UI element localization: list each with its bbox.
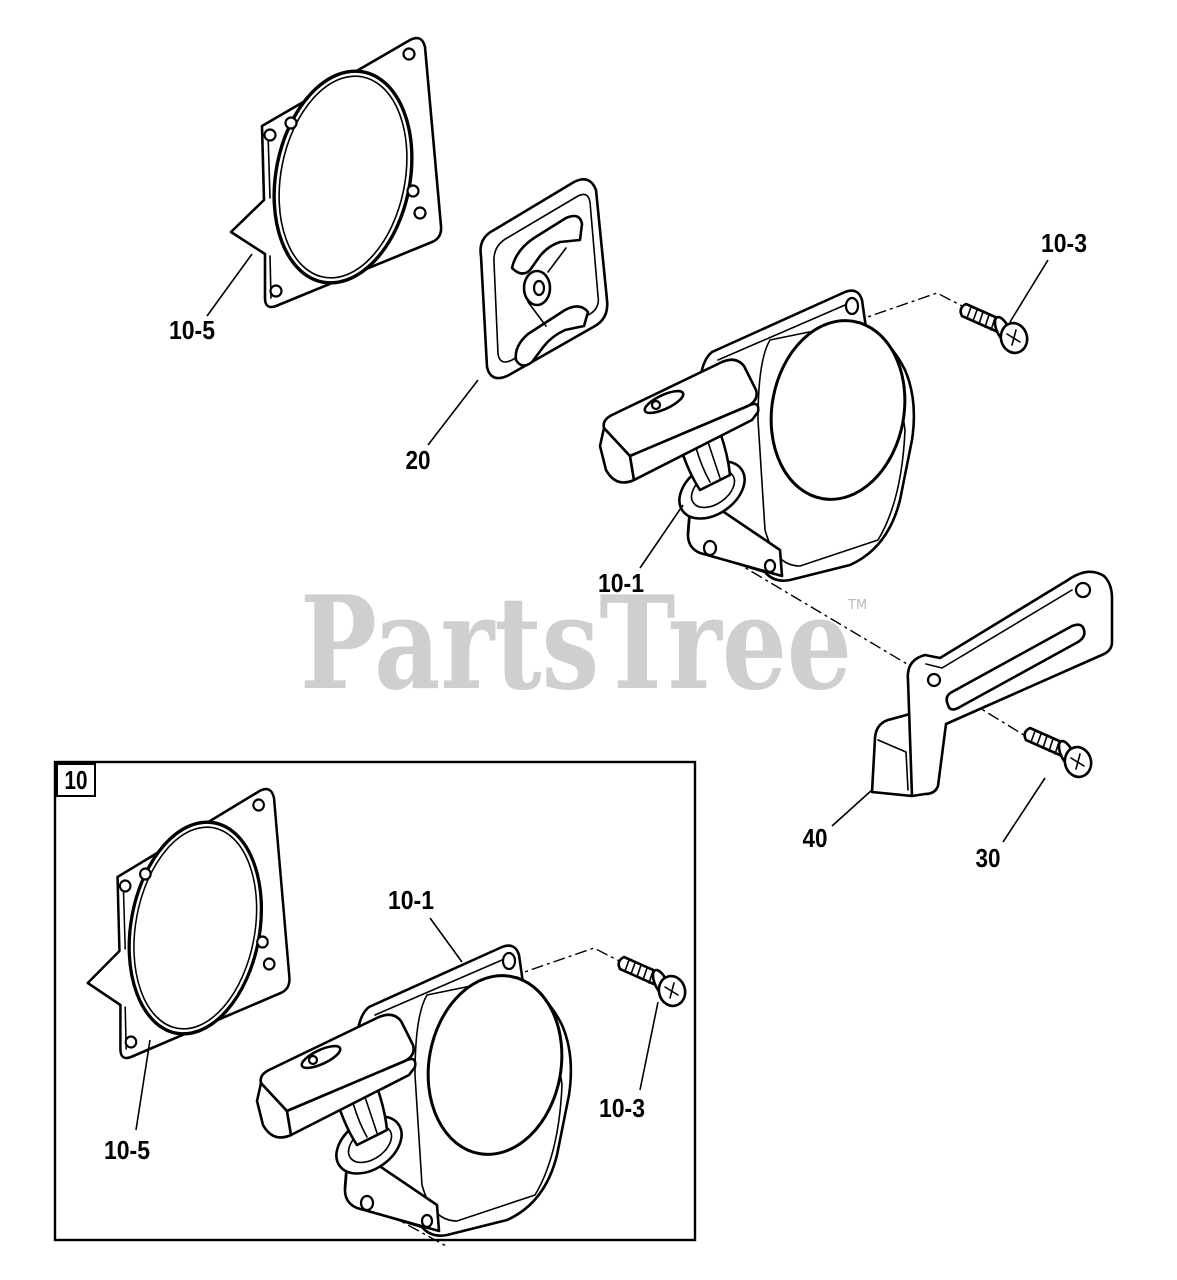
callout-clutch: 20 (406, 445, 431, 475)
leader-line (639, 1001, 659, 1091)
bracket-plate (906, 570, 1114, 798)
inset-screw-10-3 (617, 955, 690, 1011)
clutch-face (493, 193, 600, 363)
callout-gasket-inset: 10-5 (104, 1135, 150, 1165)
inset-assembly-line-lower (367, 1202, 447, 1247)
leader-line (427, 379, 479, 446)
gasket-10-5 (229, 36, 443, 309)
inset-label: 10 (65, 765, 88, 795)
inset-frame (53, 760, 697, 1242)
callout-screw-bracket: 30 (976, 843, 1001, 873)
callout-gasket-top: 10-5 (169, 315, 215, 345)
leader-line (135, 1039, 151, 1131)
callout-starter-inset: 10-1 (388, 885, 434, 915)
clutch-20 (479, 178, 609, 380)
leader-line (1009, 259, 1049, 323)
inset-gasket-10-5 (86, 787, 292, 1060)
inset-label-box (56, 763, 96, 797)
clutch-shoe-lower (514, 305, 590, 367)
starter-housing-10-1 (598, 289, 921, 583)
callout-screw-inset: 10-3 (599, 1093, 645, 1123)
clutch-shoe-upper (510, 214, 584, 275)
inset-assembly-10: 10 10-1 10-3 10-5 (53, 760, 697, 1247)
bracket-slot (945, 623, 1086, 711)
bracket-hole (1074, 581, 1092, 599)
leader-line (639, 504, 684, 569)
leader-line (1002, 777, 1046, 843)
bracket-hole (926, 672, 942, 688)
leader-line (429, 917, 463, 963)
bracket-foot-lip (877, 739, 909, 791)
bracket-40 (870, 570, 1114, 798)
screw-10-3 (959, 302, 1032, 358)
leader-line (206, 253, 253, 317)
assembly-line-screw-10-3 (852, 292, 967, 323)
callout-starter-top: 10-1 (598, 568, 644, 598)
callout-bracket: 40 (803, 823, 828, 853)
callout-screw-top: 10-3 (1041, 228, 1087, 258)
leader-line (831, 789, 873, 827)
clutch-spring (527, 247, 567, 327)
inset-assembly-line-screw (509, 947, 624, 978)
watermark-text: PartsTree (300, 569, 852, 719)
screw-30 (1023, 726, 1096, 782)
watermark-trademark: TM (847, 598, 867, 613)
inset-starter-housing-10-1 (255, 944, 578, 1238)
bracket-edge (925, 589, 1073, 669)
bracket-foot (870, 712, 914, 798)
clutch-hub-bore (532, 279, 546, 297)
